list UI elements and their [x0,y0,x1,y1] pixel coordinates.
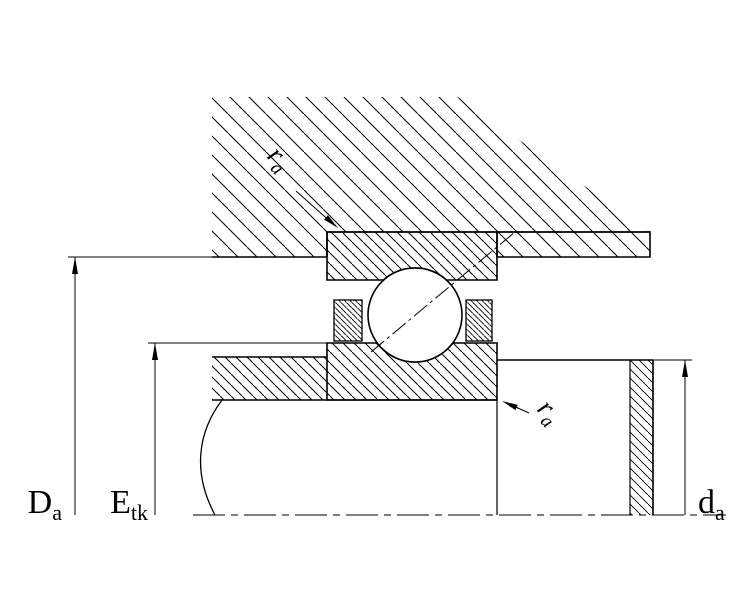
cage-right-section [465,299,493,342]
dimension-Etk: Etk [110,342,327,525]
end-washer-hatch [497,232,650,257]
label-Da: Da [28,484,63,525]
spacer-hatch [212,357,327,400]
Da-arrow [72,257,78,274]
cage-left-section [333,299,363,342]
shoulder-hatch [630,360,653,515]
end-washer-section [496,231,651,258]
dimension-da: da [653,359,725,525]
shaft-spacer-section [212,356,327,400]
shaft-break-line [199,399,223,516]
annotation-ra-bottom: ra [502,393,567,432]
label-da: da [698,484,725,525]
contact-angle-line [370,231,516,353]
shaft-shoulder-section [629,360,654,515]
shaft-outline [199,359,653,516]
label-Etk: Etk [110,484,148,525]
housing-hatch [212,97,650,257]
dimension-Da: Da [28,256,212,525]
Etk-arrow [152,343,158,360]
label-ra-bottom: ra [528,393,567,432]
da-arrow [682,360,688,377]
ra-bottom-arrow [502,401,518,411]
ra-top-arrow [324,215,338,228]
